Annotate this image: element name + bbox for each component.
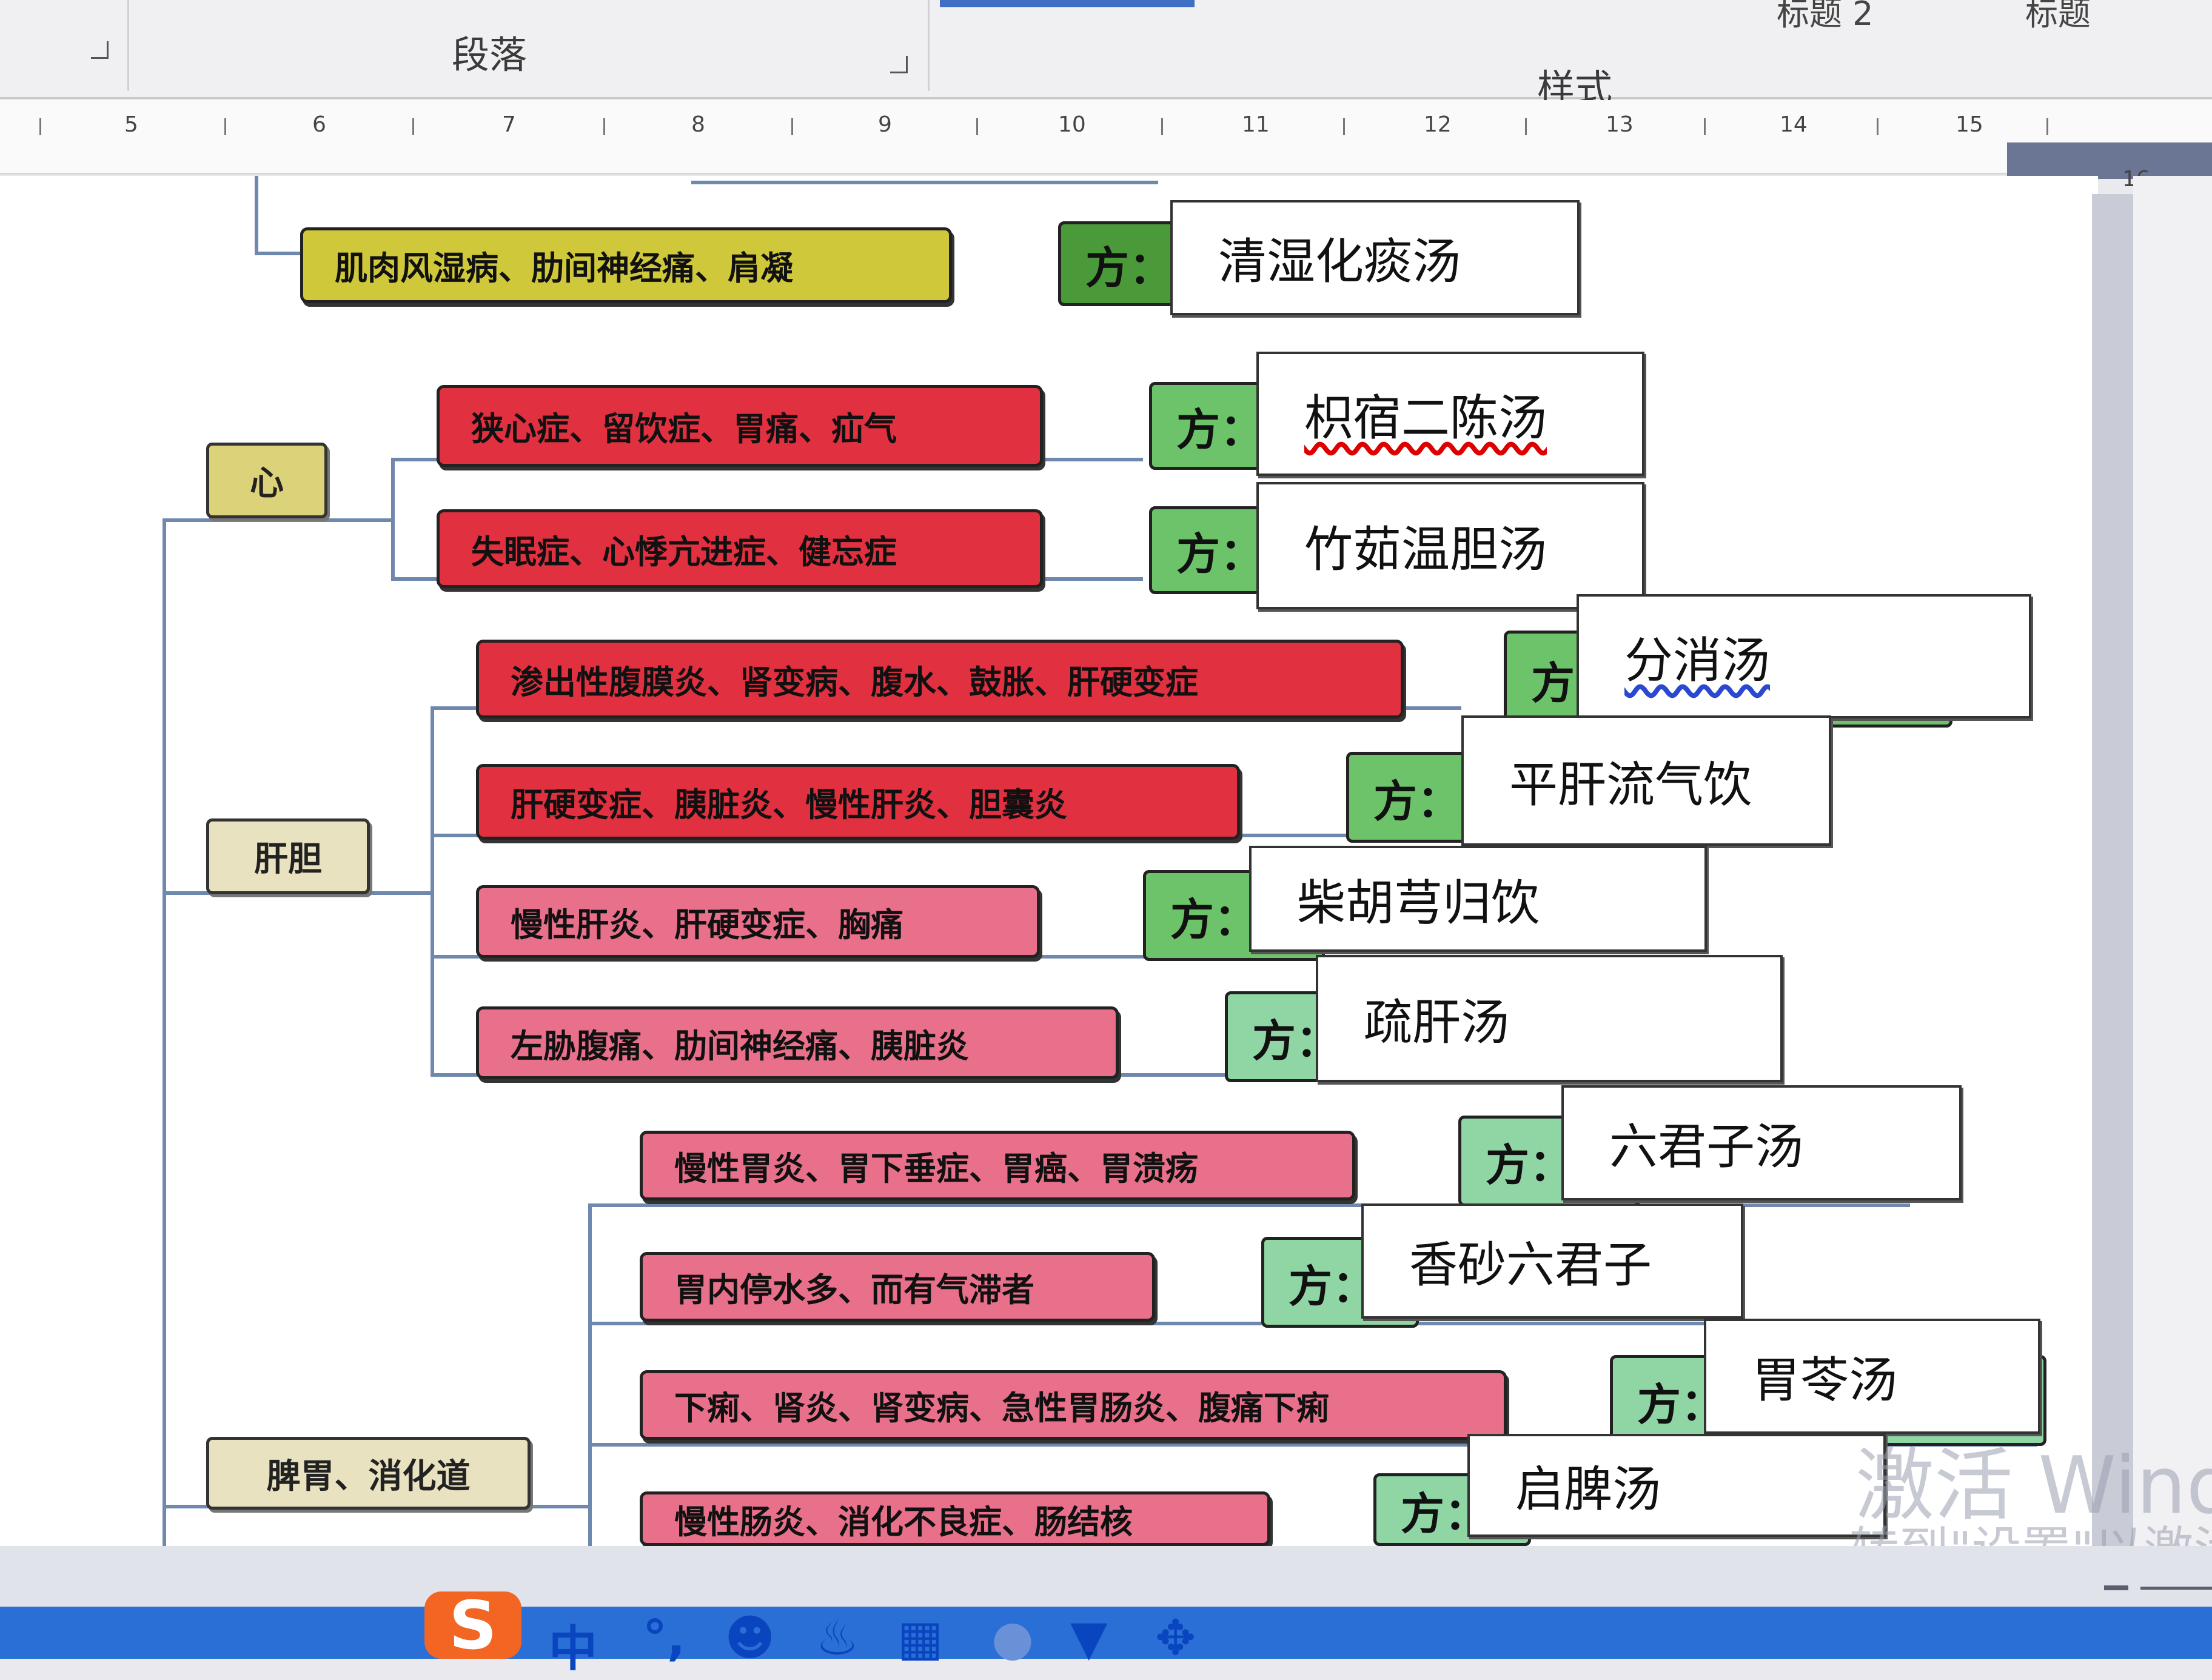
ruler-tick bbox=[412, 118, 414, 135]
ruler-tick bbox=[791, 118, 793, 135]
ruler-number: 13 bbox=[1606, 112, 1634, 137]
activation-watermark-title: 激活 Windo bbox=[1855, 1439, 2212, 1531]
formula-textbox[interactable]: 胃苓汤 bbox=[1704, 1319, 2040, 1434]
formula-textbox[interactable]: 分消汤 bbox=[1577, 594, 2031, 718]
main-trunk bbox=[163, 521, 166, 1546]
ruler-number: 5 bbox=[124, 112, 138, 137]
style-heading-2[interactable]: 标题 2 bbox=[1777, 0, 1874, 33]
ruler-margin-area bbox=[2007, 142, 2212, 179]
paragraph-dialog-launcher[interactable] bbox=[890, 56, 908, 73]
category-heart[interactable]: 心 bbox=[206, 443, 327, 518]
category-liver-gallbladder[interactable]: 肝胆 bbox=[206, 818, 370, 894]
ruler-number: 12 bbox=[1424, 112, 1452, 137]
ruler-number: 14 bbox=[1780, 112, 1808, 137]
formula-textbox[interactable]: 启脾汤 bbox=[1467, 1434, 1886, 1537]
category-spleen-stomach[interactable]: 脾胃、消化道 bbox=[206, 1437, 531, 1510]
ruler-number: 10 bbox=[1058, 112, 1086, 137]
symptom-box[interactable]: 慢性肠炎、消化不良症、肠结核 bbox=[640, 1491, 1270, 1546]
ruler-number: 9 bbox=[878, 112, 892, 137]
formula-textbox[interactable]: 疏肝汤 bbox=[1316, 955, 1783, 1082]
ribbon: 段落 标题 2 标题 样式 bbox=[0, 0, 2212, 110]
ruler-tick bbox=[1704, 118, 1706, 135]
spleen-row1-line bbox=[588, 1203, 1910, 1207]
formula-textbox[interactable]: 清湿化痰汤 bbox=[1170, 200, 1580, 315]
horizontal-ruler[interactable]: 5 6 7 8 9 10 11 12 13 14 15 16 bbox=[0, 100, 2212, 192]
liver-subtrunk bbox=[431, 706, 434, 1076]
heart-branch bbox=[163, 518, 393, 522]
right-side-pane bbox=[2133, 176, 2212, 1546]
ribbon-group-launcher[interactable] bbox=[91, 41, 109, 59]
ime-punctuation-toggle[interactable]: °, bbox=[643, 1610, 686, 1666]
ruler-tick bbox=[603, 118, 605, 135]
top-connector-horizontal bbox=[255, 252, 303, 255]
spleen-subtrunk bbox=[588, 1203, 592, 1546]
formula-textbox[interactable]: 香砂六君子 bbox=[1361, 1203, 1743, 1319]
ruler-tick bbox=[976, 118, 978, 135]
zoom-slider[interactable] bbox=[2140, 1587, 2212, 1590]
ruler-tick bbox=[1161, 118, 1163, 135]
zoom-out-icon[interactable] bbox=[2104, 1585, 2128, 1590]
symptom-box[interactable]: 渗出性腹膜炎、肾变病、腹水、鼓胀、肝硬变症 bbox=[476, 640, 1404, 718]
symptom-box[interactable]: 慢性肝炎、肝硬变症、胸痛 bbox=[476, 885, 1040, 958]
ruler-number: 7 bbox=[502, 112, 516, 137]
ruler-number: 6 bbox=[312, 112, 326, 137]
selected-style-indicator bbox=[940, 0, 1195, 7]
skin-shirt-icon[interactable]: ▼ bbox=[1070, 1610, 1108, 1666]
status-bar bbox=[0, 1546, 2212, 1607]
paragraph-group-label: 段落 bbox=[452, 33, 528, 77]
symptom-box[interactable]: 胃内停水多、而有气滞者 bbox=[640, 1252, 1155, 1322]
formula-text: 分消汤 bbox=[1624, 632, 1770, 689]
keyboard-icon[interactable]: ▦ bbox=[897, 1610, 943, 1666]
heart-subtrunk bbox=[391, 458, 395, 579]
top-connector-vertical bbox=[255, 176, 258, 255]
symptom-box[interactable]: 肝硬变症、胰脏炎、慢性肝炎、胆囊炎 bbox=[476, 764, 1240, 840]
ruler-tick bbox=[1525, 118, 1527, 135]
symptom-box[interactable]: 肌肉风湿病、肋间神经痛、肩凝 bbox=[300, 227, 952, 303]
microphone-icon[interactable]: ♨ bbox=[816, 1610, 859, 1666]
ruler-tick bbox=[224, 118, 226, 135]
ruler-tick bbox=[2046, 118, 2048, 135]
ime-toolbar bbox=[0, 1607, 2212, 1659]
spleen-row3-line bbox=[588, 1443, 2037, 1447]
formula-textbox[interactable]: 柴胡芎归饮 bbox=[1249, 846, 1707, 952]
symptom-box[interactable]: 失眠症、心悸亢进症、健忘症 bbox=[437, 509, 1043, 588]
sogou-logo-icon[interactable]: S bbox=[424, 1587, 521, 1664]
top-underline bbox=[691, 181, 1158, 184]
user-icon[interactable]: ● bbox=[991, 1610, 1034, 1666]
emoji-icon[interactable]: ☻ bbox=[725, 1610, 776, 1666]
ribbon-group-paragraph bbox=[127, 0, 930, 91]
ribbon-group-left bbox=[0, 0, 129, 91]
symptom-box[interactable]: 狭心症、留饮症、胃痛、疝气 bbox=[437, 385, 1043, 467]
ruler-tick bbox=[1343, 118, 1345, 135]
ime-language-toggle[interactable]: 中 bbox=[549, 1621, 597, 1677]
style-title[interactable]: 标题 bbox=[2025, 0, 2091, 33]
ruler-number: 11 bbox=[1242, 112, 1270, 137]
formula-textbox[interactable]: 枳宿二陈汤 bbox=[1256, 352, 1644, 476]
formula-text: 胃苓汤 bbox=[1752, 1352, 1897, 1408]
formula-textbox[interactable]: 竹茹温胆汤 bbox=[1256, 482, 1644, 609]
ruler-tick bbox=[1877, 118, 1879, 135]
vertical-scrollbar[interactable] bbox=[2092, 194, 2133, 1546]
formula-textbox[interactable]: 六君子汤 bbox=[1561, 1085, 1962, 1200]
toolbox-grid-icon[interactable]: ✥ bbox=[1155, 1610, 1196, 1666]
ruler-tick bbox=[39, 118, 41, 135]
symptom-box[interactable]: 慢性胃炎、胃下垂症、胃癌、胃溃疡 bbox=[640, 1131, 1355, 1200]
spleen-row2-line bbox=[588, 1322, 1740, 1325]
ruler-number: 15 bbox=[1956, 112, 1983, 137]
symptom-box[interactable]: 左胁腹痛、肋间神经痛、胰脏炎 bbox=[476, 1006, 1119, 1079]
formula-text: 枳宿二陈汤 bbox=[1304, 389, 1547, 446]
symptom-box[interactable]: 下痢、肾炎、肾变病、急性胃肠炎、腹痛下痢 bbox=[640, 1370, 1507, 1440]
ruler-number: 8 bbox=[691, 112, 705, 137]
formula-textbox[interactable]: 平肝流气饮 bbox=[1461, 715, 1831, 846]
